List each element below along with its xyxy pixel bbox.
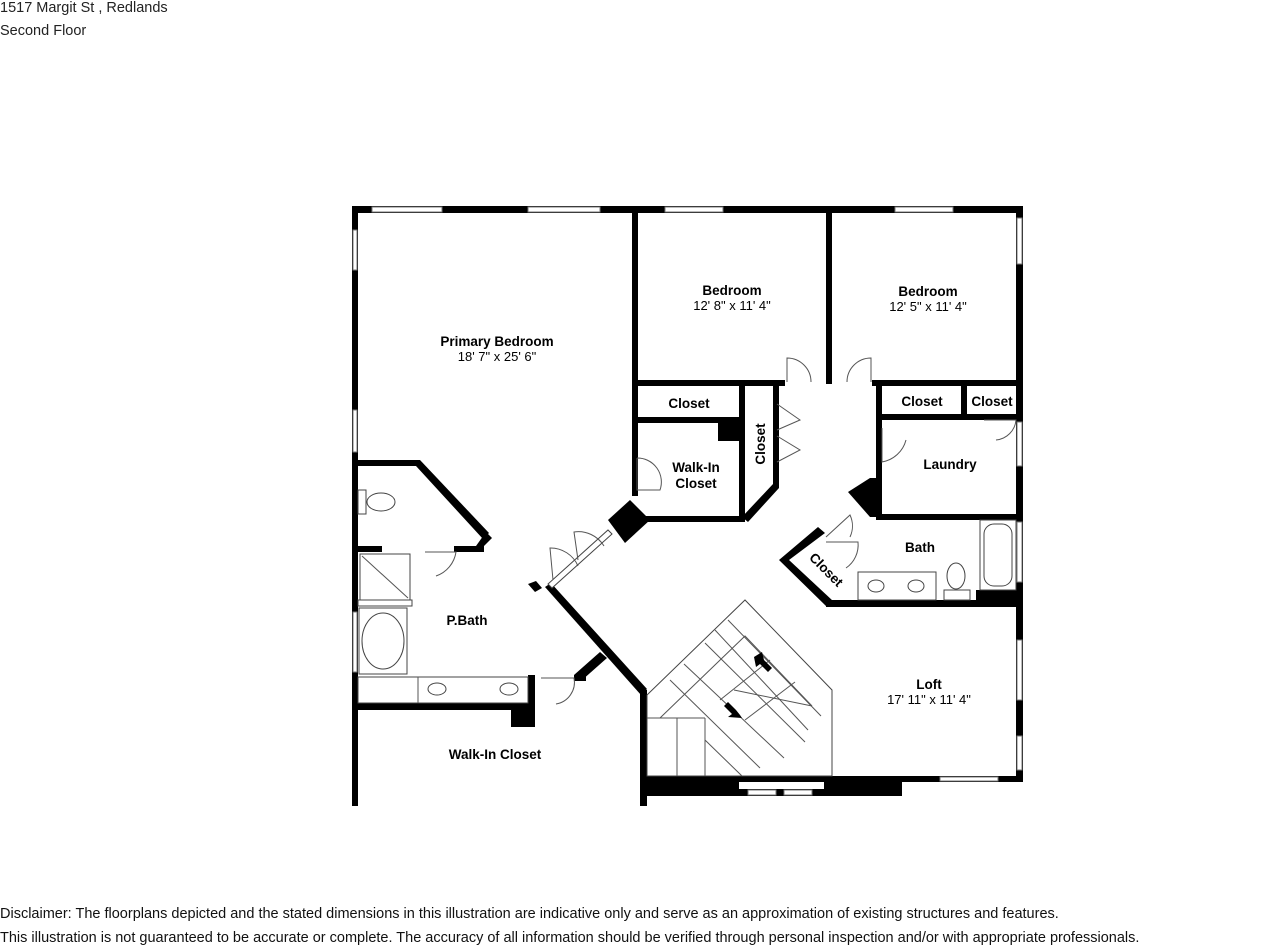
walk-in-closet-1-label-line2: Closet [675, 476, 717, 491]
disclaimer-line-1: Disclaimer: The floorplans depicted and … [0, 906, 1059, 922]
closet-1-label: Closet [668, 396, 710, 411]
floor-label: Second Floor [0, 23, 87, 39]
bath-label: Bath [905, 540, 935, 555]
primary-bedroom-dims: 18' 7" x 25' 6" [458, 349, 537, 364]
closet-vertical-label: Closet [753, 423, 768, 465]
walk-in-closet-1-label-line1: Walk-In [672, 460, 720, 475]
windows [352, 206, 1023, 796]
loft-label: Loft [916, 677, 942, 692]
bedroom-1-dims: 12' 8" x 11' 4" [693, 298, 771, 313]
address-label: 1517 Margit St , Redlands [0, 0, 168, 16]
disclaimer-line-2: This illustration is not guaranteed to b… [0, 930, 1140, 946]
doors [425, 357, 1017, 705]
fixtures [357, 489, 1017, 704]
interior-walls [352, 206, 1022, 727]
bedroom-2-label: Bedroom [898, 284, 957, 299]
p-bath-label: P.Bath [446, 613, 487, 628]
laundry-label: Laundry [923, 457, 977, 472]
bedroom-1-label: Bedroom [702, 283, 761, 298]
staircase [646, 599, 833, 777]
walk-in-closet-2-label: Walk-In Closet [449, 747, 542, 762]
loft-dims: 17' 11" x 11' 4" [887, 692, 971, 707]
bedroom-2-dims: 12' 5" x 11' 4" [889, 299, 967, 314]
closet-3-label: Closet [971, 394, 1013, 409]
primary-bedroom-label: Primary Bedroom [440, 334, 553, 349]
closet-2-label: Closet [901, 394, 943, 409]
